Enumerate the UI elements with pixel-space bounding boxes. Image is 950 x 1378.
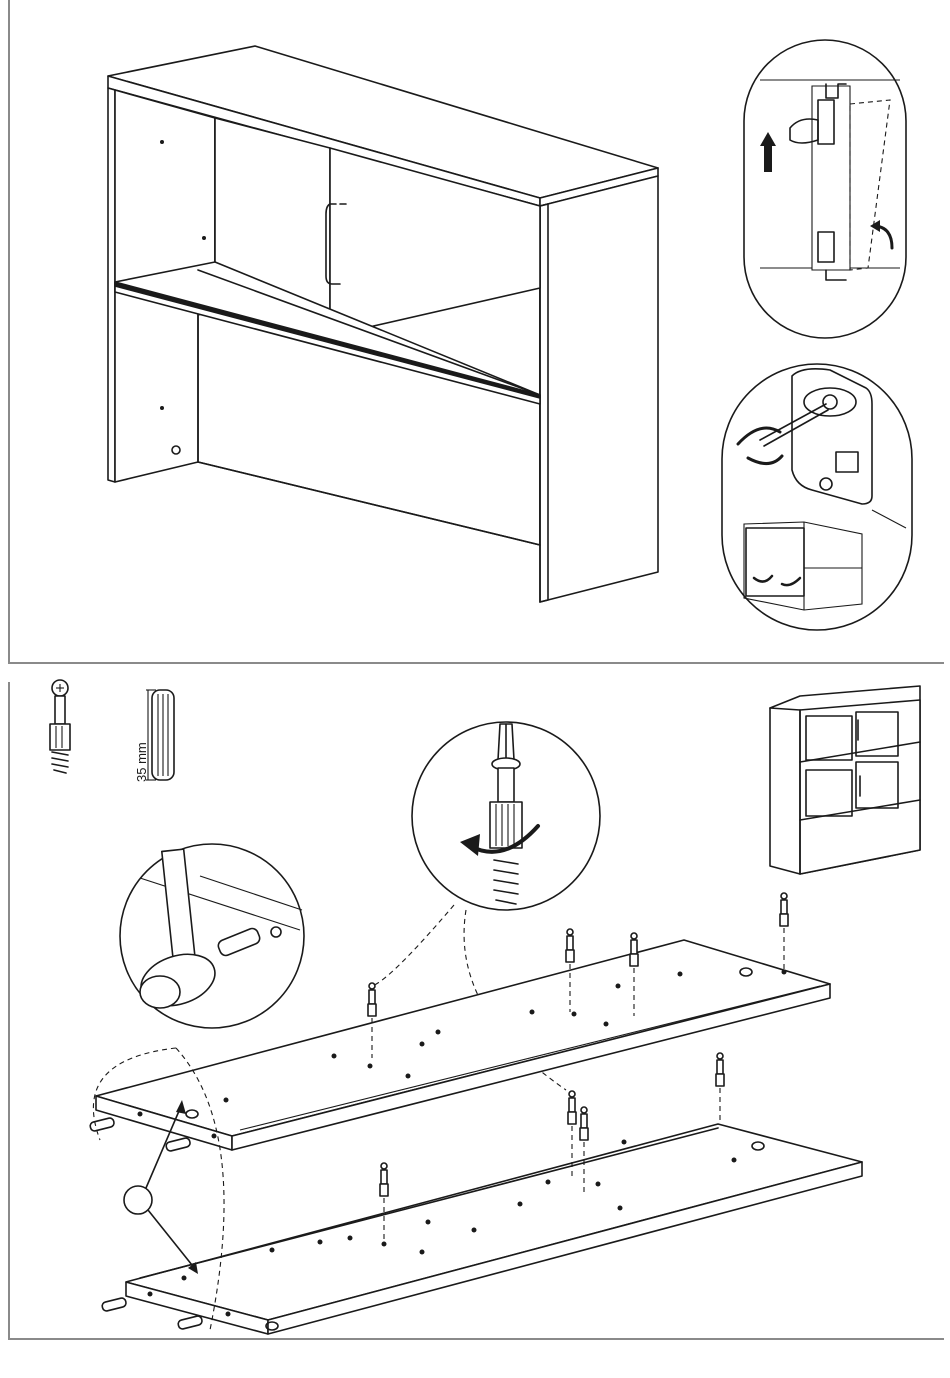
- dowel-length-label: 35 mm: [134, 742, 150, 782]
- assembled-hutch-thumbnail: [770, 686, 920, 874]
- screwdriver-adjust-detail: [722, 364, 912, 630]
- screwdriver-leader-2: [372, 905, 454, 986]
- screwdriver-bolt-detail: [412, 722, 600, 910]
- lower-shelf-panel: [126, 1124, 862, 1334]
- hammer-dowel-detail: [120, 844, 304, 1028]
- cam-bolt-part: [50, 680, 70, 773]
- hutch-cabinet-illustration: [108, 46, 658, 602]
- hinge-adjust-detail: [744, 40, 906, 338]
- wooden-dowel-part: [146, 690, 174, 780]
